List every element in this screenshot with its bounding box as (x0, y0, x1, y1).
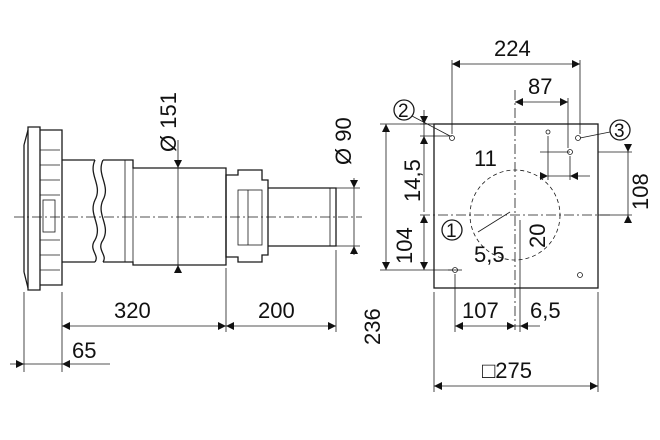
callout-1: 1 (441, 219, 463, 242)
svg-text:2: 2 (398, 101, 409, 122)
dim-label-104: 104 (392, 227, 417, 264)
callout-3: 3 (579, 119, 631, 142)
dim-label-6-5: 6,5 (530, 298, 561, 323)
dim-label-90: Ø 90 (331, 117, 356, 165)
dim-label-11: 11 (474, 146, 497, 171)
side-view: Ø 151 Ø 90 320 200 65 (10, 92, 362, 372)
dim-label-151: Ø 151 (156, 92, 181, 152)
pipe-segment-left (62, 159, 95, 263)
mounting-plate (433, 123, 599, 289)
dim-label-224: 224 (494, 36, 531, 61)
plate-view: 224 87 11 14,5 104 108 (360, 36, 653, 392)
wall-cap-edge (23, 129, 29, 289)
dim-label-200: 200 (258, 298, 295, 323)
dim-label-14-5: 14,5 (400, 159, 425, 202)
main-tube (103, 159, 227, 266)
dim-label-275: □275 (482, 358, 532, 383)
dim-label-20: 20 (525, 224, 550, 248)
dim-label-320: 320 (114, 298, 151, 323)
dim-label-236: 236 (360, 308, 385, 345)
dim-label-108: 108 (628, 173, 653, 210)
svg-text:1: 1 (446, 221, 457, 242)
connector-body (237, 189, 263, 246)
dim-label-65: 65 (72, 338, 96, 363)
dim-label-107: 107 (462, 298, 499, 323)
break-line-left (92, 159, 99, 263)
wall-cap-outer (27, 126, 41, 291)
callout-2: 2 (393, 99, 451, 137)
connector-flange (225, 169, 269, 263)
wall-cap-inner (40, 129, 63, 286)
outlet-tube (268, 187, 337, 247)
grille-louvers (40, 149, 60, 271)
dim-label-5-5: 5,5 (474, 242, 505, 267)
break-line-right (100, 159, 107, 263)
svg-text:3: 3 (614, 121, 625, 142)
dim-label-87: 87 (528, 74, 552, 99)
